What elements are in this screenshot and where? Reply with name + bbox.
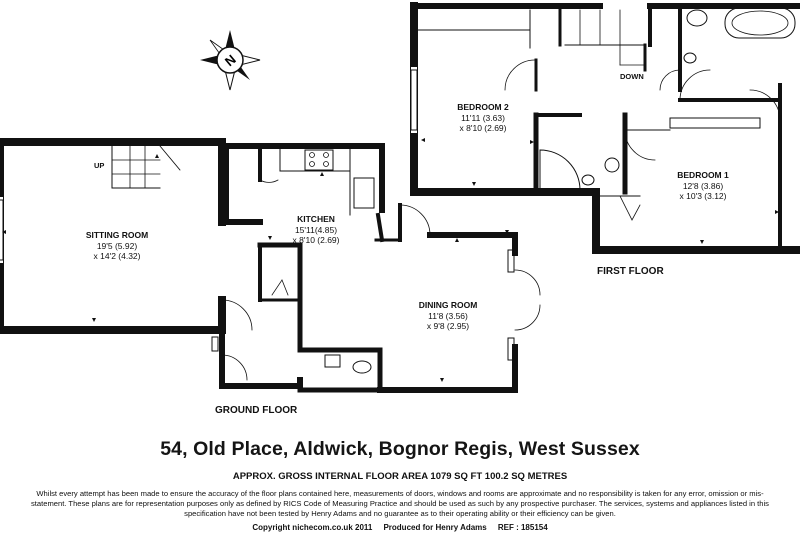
ground-floor-label: GROUND FLOOR: [215, 405, 298, 416]
stairs-down-label: DOWN: [620, 72, 644, 81]
bedroom-2-label: BEDROOM 2 11'11 (3.63) x 8'10 (2.69): [433, 102, 533, 134]
sitting-room-label: SITTING ROOM 19'5 (5.92) x 14'2 (4.32): [62, 230, 172, 262]
copyright-footer: Copyright nichecom.co.uk 2011 Produced f…: [252, 523, 548, 532]
kitchen-dim1: 15'11(4.85): [294, 224, 338, 235]
property-address-title: 54, Old Place, Aldwick, Bognor Regis, We…: [160, 438, 640, 460]
kitchen-name: KITCHEN: [297, 214, 335, 224]
bedroom-1-dim1: 12'8 (3.86): [682, 180, 724, 191]
sitting-room-dim2: x 14'2 (4.32): [93, 251, 141, 261]
stairs-up-label: UP: [94, 161, 105, 170]
dining-room-label: DINING ROOM 11'8 (3.56) x 9'8 (2.95): [398, 300, 498, 332]
bedroom-2-dim2: x 8'10 (2.69): [459, 123, 507, 133]
ensuite-walls: [534, 149, 620, 194]
floor-plan-drawing: N: [0, 2, 800, 393]
compass-north-icon: [200, 30, 261, 91]
bedroom-1-name: BEDROOM 1: [677, 170, 729, 180]
dining-room-walls: [377, 203, 541, 393]
hall-walls: [211, 242, 303, 389]
bedroom-2-dim1: 11'11 (3.63): [461, 112, 505, 123]
floor-area-summary: APPROX. GROSS INTERNAL FLOOR AREA 1079 S…: [232, 471, 568, 482]
dining-room-dim2: x 9'8 (2.95): [426, 321, 470, 331]
measurement-markers: [2, 138, 779, 382]
kitchen-label: KITCHEN 15'11(4.85) x 8'10 (2.69): [268, 214, 364, 246]
bathroom-walls: [647, 3, 800, 102]
bedroom-1-dim2: x 10'3 (3.12): [679, 191, 727, 201]
dining-room-name: DINING ROOM: [418, 300, 478, 310]
bedroom-2-name: BEDROOM 2: [457, 102, 509, 112]
disclaimer-text: Whilst every attempt has been made to en…: [31, 489, 769, 518]
bedroom-1-walls: [592, 83, 800, 254]
kitchen-dim2: x 8'10 (2.69): [292, 235, 340, 245]
sitting-room-dim1: 19'5 (5.92): [96, 240, 138, 251]
first-floor-label: FIRST FLOOR: [597, 266, 664, 277]
bedroom-1-label: BEDROOM 1 12'8 (3.86) x 10'3 (3.12): [657, 170, 749, 202]
kitchen-walls: [223, 143, 402, 243]
dining-room-dim1: 11'8 (3.56): [428, 310, 468, 321]
bedroom-2-walls: [410, 2, 647, 196]
wc-walls: [297, 347, 383, 393]
sitting-room-name: SITTING ROOM: [85, 230, 149, 240]
sitting-room-walls: [0, 138, 226, 334]
